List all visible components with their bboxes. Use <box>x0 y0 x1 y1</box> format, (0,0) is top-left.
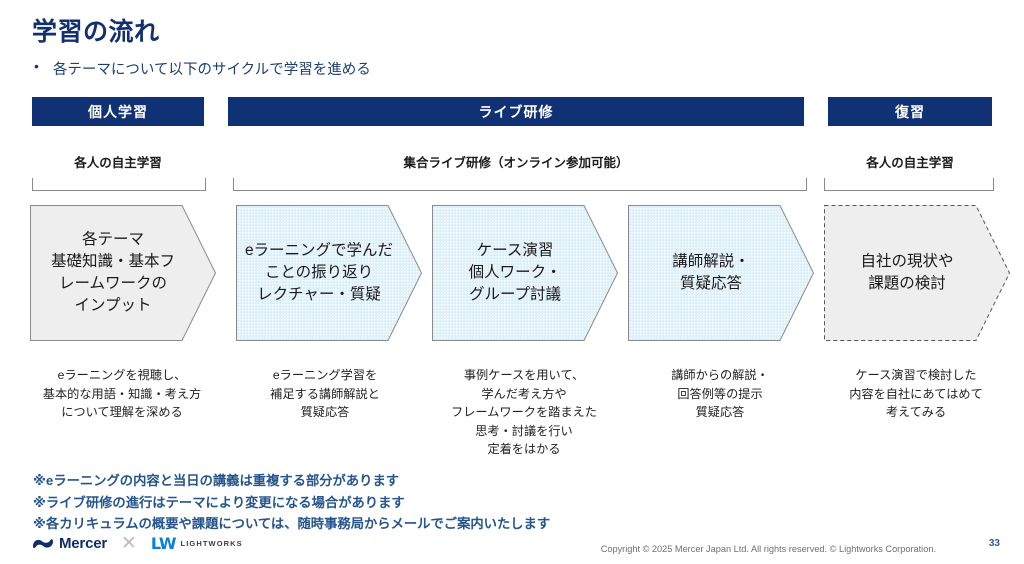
step-chevron-5-outline <box>824 205 1011 341</box>
step-caption-5: ケース演習で検討した 内容を自社にあてはめて 考えてみる <box>849 368 983 420</box>
step-chevron-3-outline <box>432 205 619 341</box>
step-caption-4: 講師からの解説・ 回答例等の提示 質疑応答 <box>671 368 769 420</box>
step-chevron-3: ケース演習 個人ワーク・ グループ討議 <box>432 205 619 341</box>
phase-bar-live-training: ライブ研修 <box>228 97 804 126</box>
lightworks-wordmark: LIGHTWORKS <box>180 539 243 548</box>
step-chevron-2-text: eラーニングで学んだ ことの振り返り レクチャー・質疑 <box>244 242 394 303</box>
step-chevron-3-shape: ケース演習 個人ワーク・ グループ討議 <box>432 205 618 341</box>
page-number: 33 <box>988 538 1000 549</box>
group-label-self-study-right: 各人の自主学習 <box>866 156 954 170</box>
phase-bar-review: 復習 <box>828 97 992 126</box>
footnote-list: ※eラーニングの内容と当日の講義は重複する部分があります ※ライブ研修の進行はテ… <box>33 470 550 535</box>
mercer-swoosh-icon <box>33 539 53 549</box>
group-label-group-live-training: 集合ライブ研修（オンライン参加可能） <box>403 156 629 170</box>
step-chevron-5: 自社の現状や 課題の検討 <box>824 205 1011 341</box>
step-chevron-2: eラーニングで学んだ ことの振り返り レクチャー・質疑 <box>236 205 423 341</box>
bracket-rule-right <box>824 178 994 191</box>
step-chevron-5-text: 自社の現状や 課題の検討 <box>860 253 954 292</box>
step-chevron-2-shape: eラーニングで学んだ ことの振り返り レクチャー・質疑 <box>236 205 422 341</box>
copyright-text: Copyright © 2025 Mercer Japan Ltd. All r… <box>600 544 936 554</box>
footnote-item-1: ※eラーニングの内容と当日の講義は重複する部分があります <box>33 473 400 488</box>
lightworks-mark-icon: LW <box>150 534 177 553</box>
step-chevron-4-shape: 講師解説・ 質疑応答 <box>628 205 814 341</box>
mercer-logo: Mercer <box>32 535 107 552</box>
step-caption-2: eラーニング学習を 補足する講師解説と 質疑応答 <box>270 368 380 420</box>
subtitle-text: 各テーマについて以下のサイクルで学習を進める <box>52 62 371 78</box>
footnote-item-2: ※ライブ研修の進行はテーマにより変更になる場合があります <box>33 494 405 510</box>
lightworks-logo: LW LIGHTWORKS <box>151 534 243 553</box>
step-caption-1: eラーニングを視聴し、 基本的な用語・知識・考え方 について理解を深める <box>42 368 202 420</box>
mercer-wordmark: Mercer <box>59 535 107 552</box>
subtitle-bullet: • 各テーマについて以下のサイクルで学習を進める <box>34 58 371 79</box>
group-label-self-study-left: 各人の自主学習 <box>74 156 162 170</box>
cross-divider-icon: ✕ <box>121 533 137 554</box>
step-chevron-1-shape: 各テーマ 基礎知識・基本フ レームワークの インプット <box>30 205 216 341</box>
footnote-item-3: ※各カリキュラムの概要や課題については、随時事務局からメールでご案内いたします <box>33 516 551 532</box>
step-chevron-1-text: 各テーマ 基礎知識・基本フ レームワークの インプット <box>50 231 175 314</box>
bracket-rule-left <box>32 178 206 191</box>
step-chevron-5-shape: 自社の現状や 課題の検討 <box>824 205 1010 341</box>
step-chevron-1-outline <box>30 205 217 341</box>
step-chevron-4-outline <box>628 205 815 341</box>
bracket-rule-center <box>233 178 807 191</box>
step-chevron-2-outline <box>236 205 423 341</box>
step-chevron-3-text: ケース演習 個人ワーク・ グループ討議 <box>468 242 562 303</box>
bullet-marker-icon: • <box>34 58 39 74</box>
step-chevron-1: 各テーマ 基礎知識・基本フ レームワークの インプット <box>30 205 217 341</box>
step-caption-3: 事例ケースを用いて、 学んだ考え方や フレームワークを踏まえた 思考・討議を行い… <box>451 368 597 457</box>
footer-logo-group: Mercer ✕ LW LIGHTWORKS <box>32 534 243 553</box>
step-chevron-4-text: 講師解説・ 質疑応答 <box>672 253 750 292</box>
step-chevron-4: 講師解説・ 質疑応答 <box>628 205 815 341</box>
phase-bar-individual-study: 個人学習 <box>32 97 204 126</box>
page-title: 学習の流れ <box>32 18 160 46</box>
